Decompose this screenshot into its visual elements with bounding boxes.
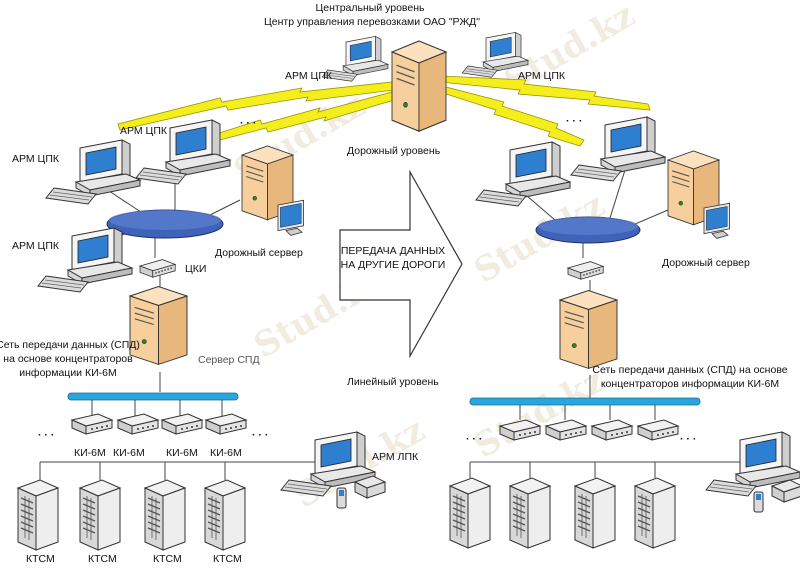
cki-label: ЦКИ [185, 263, 206, 275]
ktsm-rack-4 [204, 479, 246, 551]
road-server-label: Дорожный сервер [215, 247, 303, 259]
ellipsis: · · · [566, 115, 582, 127]
ki6m-label: КИ-6М [113, 447, 145, 459]
road-server-right-monitor [703, 202, 730, 239]
left-road-level: АРМ ЦПК · · · АРМ ЦПК АРМ ЦПК Дорожный с… [0, 117, 305, 379]
arm-right-mid [475, 141, 571, 207]
wireless-links [117, 75, 651, 147]
spd-right-line1: Сеть передачи данных (СПД) на основе [592, 364, 787, 376]
ki6m-hub-4 [205, 413, 247, 435]
central-center-title: Центр управления перевозками ОАО "РЖД" [264, 16, 480, 28]
ki6m-label: КИ-6М [74, 447, 106, 459]
ki6m-hub-3 [161, 413, 203, 435]
road-server-label: Дорожный сервер [662, 257, 750, 269]
road-level-label: Дорожный уровень [347, 145, 441, 157]
ki6m-hub-r3 [591, 419, 633, 441]
right-road-level: · · · Дорожный сервер Сеть передачи данн… [475, 115, 788, 390]
cki-switch [139, 258, 176, 278]
ki6m-label: КИ-6М [210, 447, 242, 459]
ktsm-rack-2 [79, 479, 121, 551]
ktsm-label: КТСМ [26, 553, 55, 565]
ellipsis: · · · [466, 433, 482, 445]
arm-cpk-label: АРМ ЦПК [518, 70, 566, 82]
spd-server-right [559, 289, 618, 369]
central-arm-left [321, 36, 389, 82]
line-level-label: Линейный уровень [347, 376, 439, 388]
arrow-line2: НА ДРУГИЕ ДОРОГИ [341, 259, 446, 271]
ellipsis: · · · [38, 429, 54, 441]
lightning-right-bottom [439, 85, 585, 147]
ellipsis: · · · [680, 433, 696, 445]
spd-bus [67, 392, 239, 401]
central-level: Центральный уровень Центр управления пер… [264, 2, 566, 132]
spd-server [129, 285, 188, 365]
arm-lpk-label: АРМ ЛПК [372, 451, 419, 463]
spd-bus [469, 397, 701, 406]
spd-left-line1: Сеть передачи данных (СПД) [0, 339, 140, 351]
right-line-level: · · · · · · [449, 375, 800, 549]
arm-cpk-low [37, 227, 133, 293]
lightning-right-top [439, 75, 651, 111]
arm-cpk-label: АРМ ЦПК [120, 125, 168, 137]
central-level-title: Центральный уровень [316, 2, 426, 14]
lightning-left-top [117, 81, 395, 131]
arrow-line1: ПЕРЕДАЧА ДАННЫХ [341, 245, 445, 257]
ktsm-rack-1 [17, 479, 59, 551]
spd-left-line3: информации КИ-6М [19, 367, 116, 379]
ktsm-label: КТСМ [88, 553, 117, 565]
arm-cpk-mid [45, 139, 141, 205]
ki6m-label: КИ-6М [166, 447, 198, 459]
arm-cpk-label: АРМ ЦПК [285, 70, 333, 82]
transfer-arrow: ПЕРЕДАЧА ДАННЫХ НА ДРУГИЕ ДОРОГИ [339, 169, 463, 359]
central-server [391, 40, 447, 132]
ktsm-rack-r4 [634, 477, 676, 549]
road-server-monitor [277, 199, 305, 236]
ki6m-hub-2 [117, 413, 159, 435]
ki6m-hub-1 [71, 413, 113, 435]
spd-left-line2: на основе концентраторов [3, 353, 133, 365]
ktsm-rack-3 [144, 479, 186, 551]
ellipsis: · · · [252, 429, 268, 441]
ktsm-label: КТСМ [153, 553, 182, 565]
ki6m-hub-r4 [637, 419, 679, 441]
spd-server-label: Сервер СПД [198, 354, 260, 366]
ellipsis: · · · [240, 117, 256, 129]
left-line-level: · · · · · · КИ-6М КИ-6М КИ-6М КИ-6М КТСМ… [17, 372, 419, 565]
arm-cpk-label: АРМ ЦПК [12, 153, 60, 165]
ktsm-rack-r1 [449, 477, 491, 549]
ktsm-rack-r2 [509, 477, 551, 549]
ktsm-rack-r3 [574, 477, 616, 549]
spd-right-line2: концентраторов информации КИ-6М [601, 378, 779, 390]
arm-right-top [570, 116, 666, 182]
arm-cpk-label: АРМ ЦПК [12, 240, 60, 252]
switch-right [567, 260, 604, 280]
ktsm-label: КТСМ [213, 553, 242, 565]
